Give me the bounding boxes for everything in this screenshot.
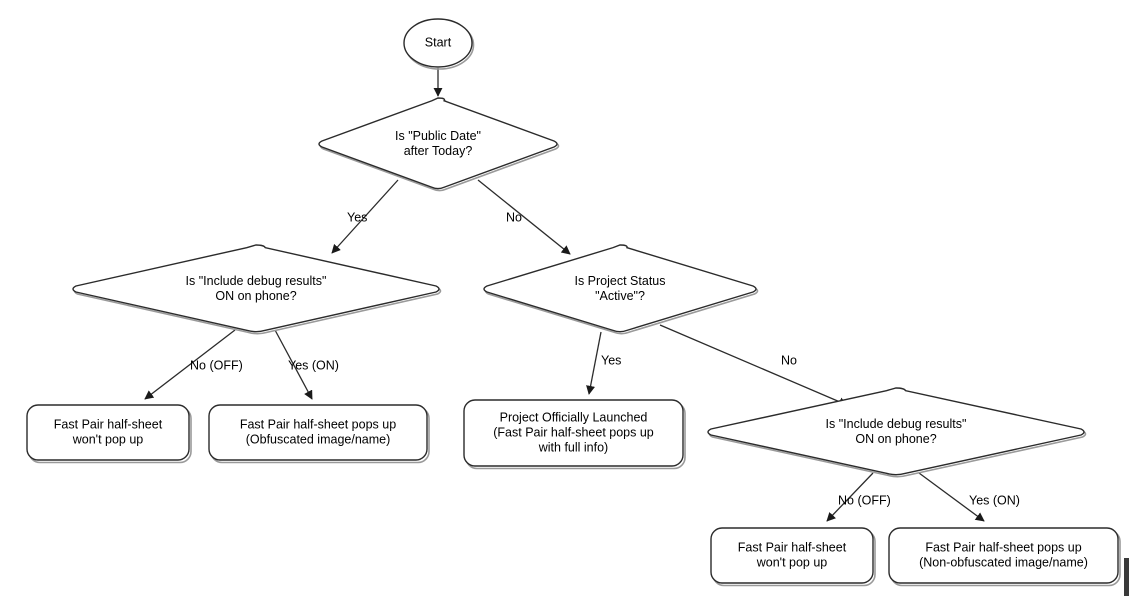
edge-debug-right-on [918,472,985,522]
node-debug-left-label-line-0: Is "Include debug results" [186,274,327,288]
edge-project-status-yes [586,331,602,395]
node-start[interactable]: Start [403,18,475,70]
node-right-off-label-line-1: won't pop up [756,555,828,569]
edge-public-date-no [477,179,571,255]
node-left-on[interactable]: Fast Pair half-sheet pops up(Obfuscated … [208,404,430,464]
node-left-off-shape [26,404,190,461]
node-right-on[interactable]: Fast Pair half-sheet pops up(Non-obfusca… [888,527,1121,587]
edge-public-date-yes [331,179,399,254]
node-public-date-label-line-1: after Today? [404,144,473,158]
node-launched[interactable]: Project Officially Launched(Fast Pair ha… [463,399,686,470]
node-debug-right[interactable]: Is "Include debug results"ON on phone? [707,387,1087,478]
node-project-status-label-line-1: "Active"? [595,289,645,303]
edge-label-project-status-no: No [781,353,797,367]
node-debug-right-label-line-0: Is "Include debug results" [826,417,967,431]
edge-debug-left-on [274,329,313,400]
node-left-off-label-line-1: won't pop up [72,432,144,446]
node-right-off-label-line-0: Fast Pair half-sheet [738,540,847,554]
edge-label-debug-right-off: No (OFF) [838,493,891,507]
node-debug-right-label-line-1: ON on phone? [855,432,936,446]
node-start-shape [403,18,473,68]
node-project-status-shape [483,244,757,333]
node-public-date-shape [318,97,558,190]
edge-label-public-date-no: No [506,210,522,224]
node-right-on-shape [888,527,1119,584]
node-start-label-line-0: Start [425,35,452,49]
node-debug-left[interactable]: Is "Include debug results"ON on phone? [72,244,442,335]
edge-debug-right-off [826,472,874,522]
edge-label-project-status-yes: Yes [601,353,621,367]
node-left-on-label-line-1: (Obfuscated image/name) [246,432,391,446]
node-right-off-shape [710,527,874,584]
edge-label-public-date-yes: Yes [347,210,367,224]
node-project-status[interactable]: Is Project Status"Active"? [483,244,759,335]
node-left-on-label-line-0: Fast Pair half-sheet pops up [240,417,396,431]
node-left-off-label-line-0: Fast Pair half-sheet [54,417,163,431]
node-public-date[interactable]: Is "Public Date"after Today? [318,97,560,192]
node-launched-shape [463,399,684,467]
nodes-layer: Start Is "Public Date"after Today? Is "Inc… [26,18,1121,587]
node-launched-label-line-0: Project Officially Launched [500,410,648,424]
node-project-status-label-line-0: Is Project Status [574,274,665,288]
node-debug-left-label-line-1: ON on phone? [215,289,296,303]
node-launched-label-line-1: (Fast Pair half-sheet pops up [493,425,654,439]
edge-project-status-no [659,324,848,406]
node-debug-right-shape [707,387,1085,476]
node-right-on-label-line-0: Fast Pair half-sheet pops up [925,540,1081,554]
node-right-on-label-line-1: (Non-obfuscated image/name) [919,555,1088,569]
node-launched-label-line-2: with full info) [538,440,608,454]
edges-layer [144,68,985,522]
edge-label-debug-left-off: No (OFF) [190,358,243,372]
right-edge-artifact [1124,558,1129,596]
node-public-date-label-line-0: Is "Public Date" [395,129,481,143]
edge-label-debug-right-on: Yes (ON) [969,493,1020,507]
node-left-on-shape [208,404,428,461]
edge-debug-left-off [144,329,236,400]
edge-label-debug-left-on: Yes (ON) [288,358,339,372]
node-debug-left-shape [72,244,440,333]
